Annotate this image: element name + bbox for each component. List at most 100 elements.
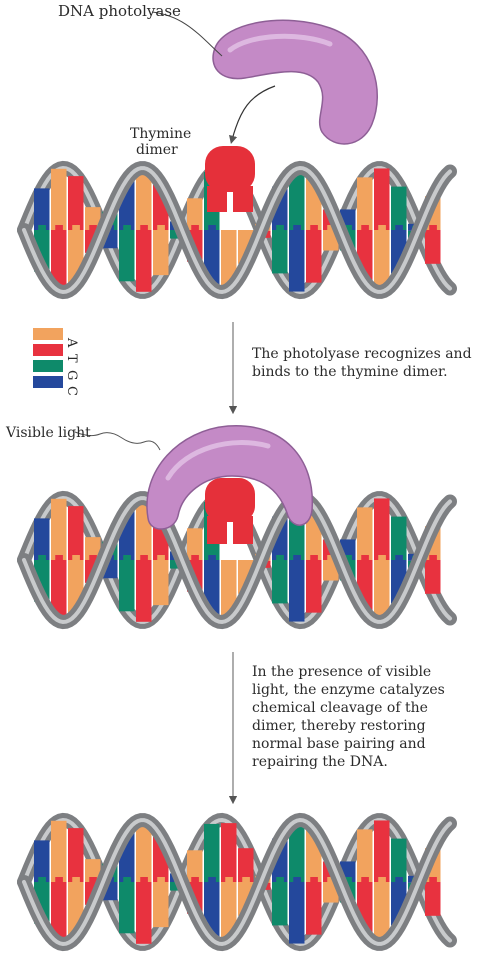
step-1-line-2: binds to the thymine dimer. xyxy=(252,364,448,380)
base-notch xyxy=(293,225,301,233)
base-pair xyxy=(374,498,390,560)
legend-swatch-c xyxy=(33,376,63,388)
base-notch xyxy=(293,555,301,563)
base-notch xyxy=(310,555,318,563)
base-notch xyxy=(276,555,284,563)
base-notch xyxy=(208,877,216,885)
base-notch xyxy=(429,877,437,885)
base-notch xyxy=(395,555,403,563)
legend-label-c: C xyxy=(64,386,79,396)
base-pair-complement xyxy=(289,560,305,622)
legend-label-a: A xyxy=(64,337,79,348)
base-notch xyxy=(361,877,369,885)
base-pair-complement xyxy=(119,882,135,933)
step-2-line-5: normal base pairing and xyxy=(252,736,426,752)
base-notch xyxy=(429,225,437,233)
base-pair-complement xyxy=(136,560,152,622)
base-notch xyxy=(208,225,216,233)
base-notch xyxy=(395,225,403,233)
base-notch xyxy=(38,555,46,563)
base-pair xyxy=(51,821,67,882)
base-pair xyxy=(357,177,373,230)
base-notch xyxy=(123,877,131,885)
step-2-line-4: dimer, thereby restoring xyxy=(252,718,426,734)
base-legend: A T G C xyxy=(33,328,79,396)
light-label: Visible light xyxy=(5,425,91,441)
base-notch xyxy=(72,555,80,563)
step-2-line-1: In the presence of visible xyxy=(252,664,431,680)
enzyme-label: DNA photolyase xyxy=(58,2,181,20)
photolyase-enzyme xyxy=(213,20,377,144)
base-notch xyxy=(225,877,233,885)
base-pair-complement xyxy=(425,230,441,264)
base-notch xyxy=(378,555,386,563)
step-2-line-6: repairing the DNA. xyxy=(252,754,388,770)
base-notch xyxy=(276,877,284,885)
base-notch xyxy=(140,877,148,885)
base-pair xyxy=(221,823,237,882)
base-notch xyxy=(191,225,199,233)
base-pair xyxy=(204,824,220,882)
base-notch xyxy=(208,555,216,563)
base-pair xyxy=(51,169,67,230)
base-pair-complement xyxy=(153,882,169,927)
base-notch xyxy=(242,877,250,885)
binding-arrow xyxy=(232,86,275,140)
base-pair-complement xyxy=(289,882,305,944)
base-pair xyxy=(357,829,373,882)
base-pair xyxy=(34,840,50,882)
base-pair-complement xyxy=(153,230,169,275)
base-pair-complement xyxy=(153,560,169,605)
base-notch xyxy=(361,225,369,233)
base-pair-complement xyxy=(425,560,441,594)
base-pair-complement xyxy=(306,230,322,283)
base-notch xyxy=(361,555,369,563)
base-pair-complement xyxy=(119,230,135,281)
base-pair-complement xyxy=(306,560,322,613)
legend-swatch-t xyxy=(33,344,63,356)
base-notch xyxy=(157,225,165,233)
base-pair-complement xyxy=(272,560,288,603)
base-notch xyxy=(157,877,165,885)
panel-bound: Visible light xyxy=(5,425,450,622)
base-notch xyxy=(310,877,318,885)
base-notch xyxy=(55,225,63,233)
base-notch xyxy=(310,225,318,233)
base-notch xyxy=(276,225,284,233)
base-pair xyxy=(391,187,407,230)
legend-label-t: T xyxy=(64,354,79,363)
step-2-line-3: chemical cleavage of the xyxy=(252,700,428,716)
base-notch xyxy=(55,555,63,563)
base-pair-complement xyxy=(119,560,135,611)
base-pair xyxy=(357,507,373,560)
base-pair xyxy=(34,518,50,560)
base-notch xyxy=(123,225,131,233)
thymine-dimer-bound xyxy=(205,478,255,544)
dimer-label-line-2: dimer xyxy=(136,142,178,158)
base-pair-complement xyxy=(136,882,152,944)
panel-repaired xyxy=(24,820,450,944)
thymine-dimer xyxy=(205,146,255,212)
base-pair-complement xyxy=(425,882,441,916)
legend-swatch-a xyxy=(33,328,63,340)
base-pair-complement xyxy=(306,882,322,935)
base-notch xyxy=(72,225,80,233)
base-notch xyxy=(157,555,165,563)
base-notch xyxy=(378,225,386,233)
dna-helix-3 xyxy=(24,820,450,944)
base-notch xyxy=(378,877,386,885)
base-pair-complement xyxy=(289,230,305,292)
base-pair xyxy=(34,188,50,230)
base-notch xyxy=(123,555,131,563)
base-notch xyxy=(72,877,80,885)
base-notch xyxy=(293,877,301,885)
base-pair xyxy=(238,848,254,882)
step-2-line-2: light, the enzyme catalyzes xyxy=(252,682,445,698)
base-notch xyxy=(395,877,403,885)
base-pair-complement xyxy=(272,882,288,925)
base-pair-complement xyxy=(136,230,152,292)
base-notch xyxy=(38,225,46,233)
base-notch xyxy=(55,877,63,885)
base-pair-complement xyxy=(272,230,288,273)
base-notch xyxy=(429,555,437,563)
